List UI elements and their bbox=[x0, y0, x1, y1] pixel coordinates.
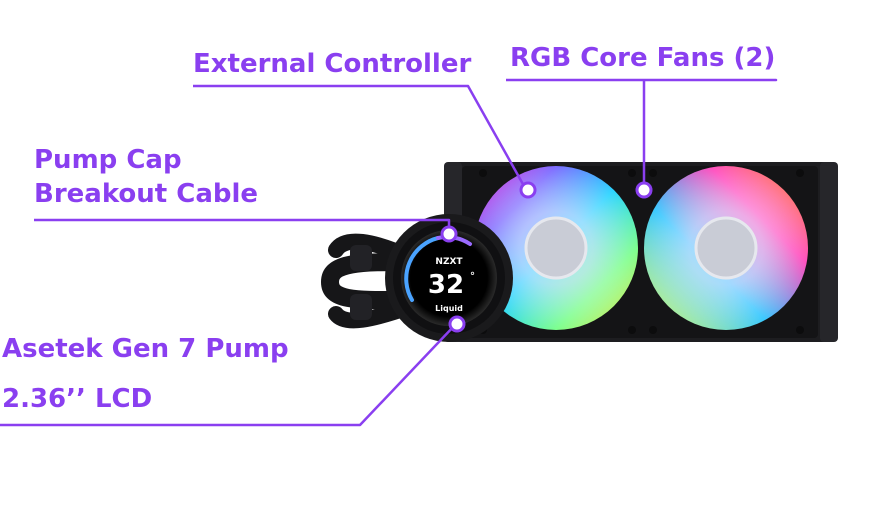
lcd-brand: NZXT bbox=[435, 257, 463, 267]
callout-line-external-controller bbox=[193, 84, 526, 187]
rgb-fan-right bbox=[644, 166, 808, 330]
label-external-controller: External Controller bbox=[193, 49, 471, 79]
lcd-temperature-arc bbox=[404, 236, 440, 302]
rgb-fan-left bbox=[474, 166, 638, 330]
callout-dot-rgb-fans bbox=[635, 181, 653, 199]
callout-dot-asetek-pump bbox=[448, 315, 466, 333]
label-breakout-cable: Breakout Cable bbox=[34, 179, 258, 209]
lcd-temperature: 32 bbox=[428, 270, 464, 300]
lcd-temperature-unit: ° bbox=[470, 271, 475, 282]
callout-dot-external-controller bbox=[519, 181, 537, 199]
callout-dots bbox=[440, 181, 653, 333]
fan-hub-left bbox=[526, 218, 586, 278]
fan-hub-right bbox=[696, 218, 756, 278]
label-rgb-core-fans: RGB Core Fans (2) bbox=[510, 43, 775, 73]
lcd-screen bbox=[401, 230, 497, 326]
label-lcd-size: 2.36’’ LCD bbox=[2, 384, 152, 414]
lcd-liquid-label: Liquid bbox=[435, 304, 463, 313]
callout-line-asetek-pump bbox=[0, 324, 456, 427]
callout-line-pump-cap bbox=[34, 218, 451, 230]
callout-line-rgb-fans bbox=[506, 78, 778, 185]
pump-head: NZXT 32 ° Liquid bbox=[385, 214, 513, 342]
label-pump-cap: Pump Cap bbox=[34, 145, 182, 175]
callout-dot-pump-cap bbox=[440, 225, 458, 243]
label-asetek-pump: Asetek Gen 7 Pump bbox=[2, 334, 289, 364]
